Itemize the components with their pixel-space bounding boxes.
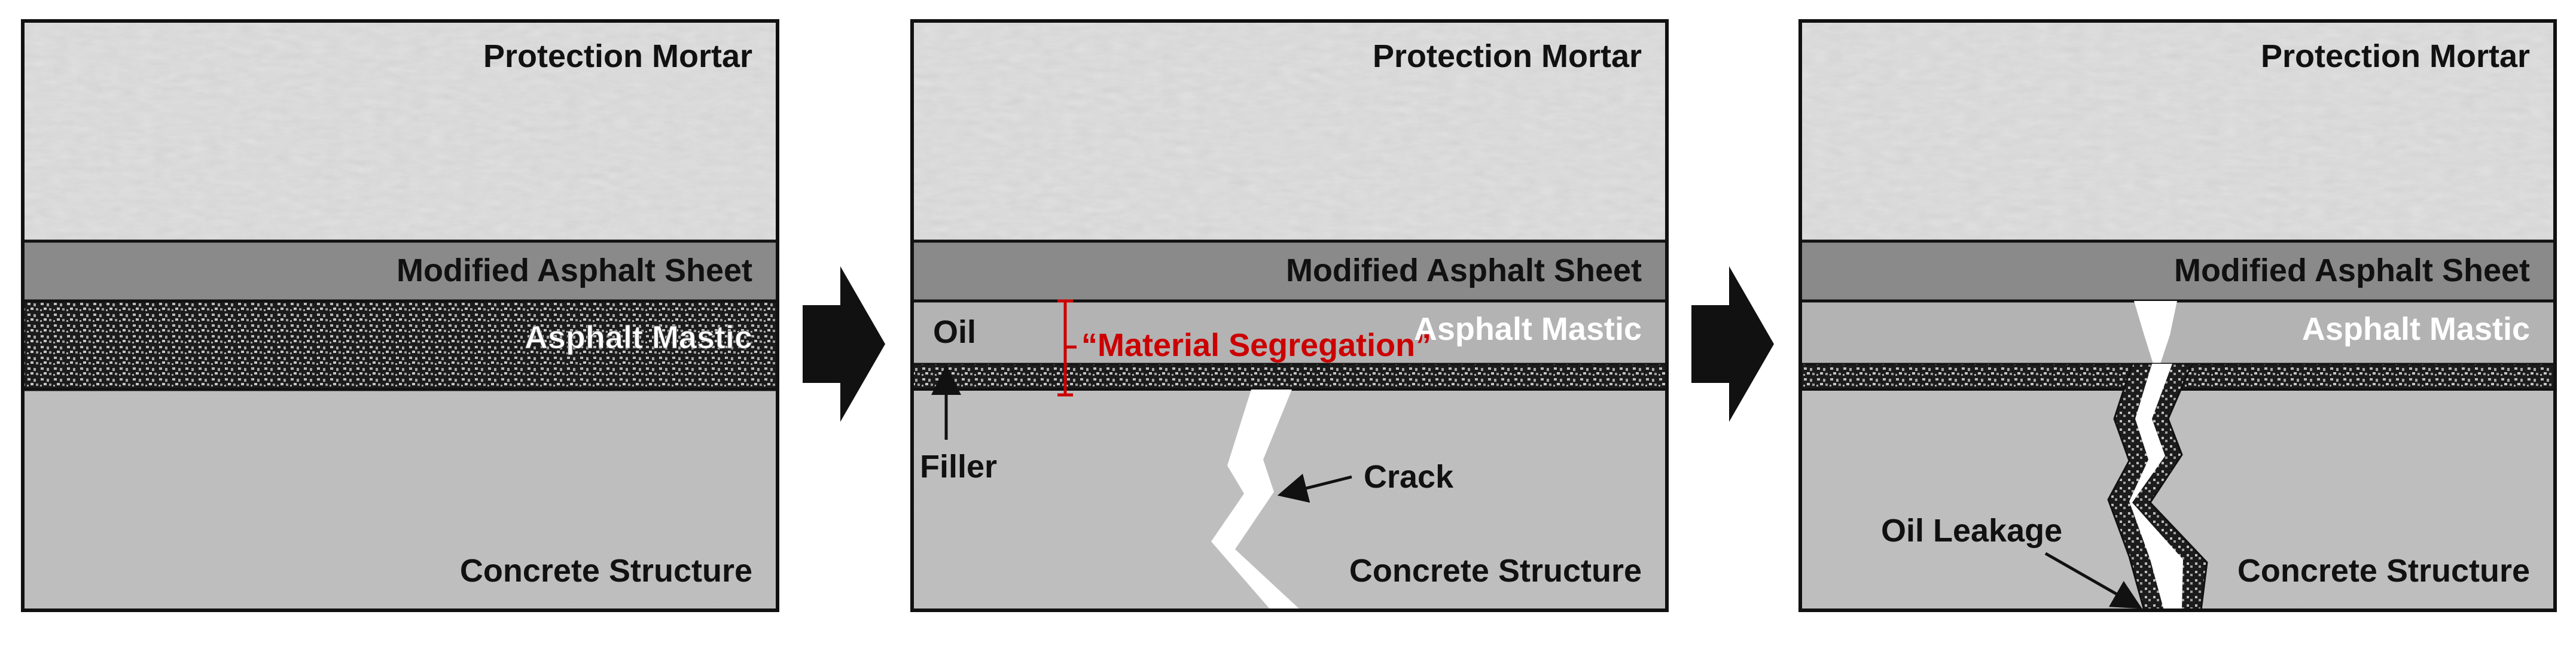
modified-asphalt-sheet-layer — [1800, 241, 2555, 301]
protection-mortar-label: Protection Mortar — [2261, 38, 2530, 74]
concrete-structure-label: Concrete Structure — [460, 553, 752, 589]
modified-asphalt-sheet-label: Modified Asphalt Sheet — [397, 252, 752, 288]
asphalt-mastic-label: Asphalt Mastic — [2302, 311, 2530, 347]
material-segregation-label: “Material Segregation” — [1081, 327, 1431, 363]
oil-leakage-label: Oil Leakage — [1881, 513, 2062, 549]
modified-asphalt-sheet-layer — [23, 241, 778, 301]
panel-frame — [910, 19, 1669, 612]
asphalt-mastic-label: Asphalt Mastic — [1414, 311, 1642, 347]
asphalt-mastic-layer — [23, 301, 778, 390]
panel-2: Protection Mortar Modified Asphalt Sheet… — [910, 19, 1669, 612]
panel-1: Protection Mortar Modified Asphalt Sheet… — [21, 19, 779, 612]
filler-label: Filler — [920, 449, 997, 485]
modified-asphalt-sheet-label: Modified Asphalt Sheet — [1286, 252, 1642, 288]
panel-3: Protection Mortar Modified Asphalt Sheet… — [1798, 19, 2557, 612]
asphalt-mastic-layer — [1800, 301, 2555, 364]
segregation-bracket — [1057, 299, 1077, 397]
asphalt-mastic-label: Asphalt Mastic — [525, 320, 752, 355]
oil-label: Oil — [933, 314, 976, 350]
protection-mortar-label: Protection Mortar — [1373, 38, 1642, 74]
modified-asphalt-sheet-label: Modified Asphalt Sheet — [2174, 252, 2530, 288]
transition-arrow-1 — [803, 266, 885, 422]
leakage-crack-inner — [2129, 364, 2183, 610]
crack-label: Crack — [1364, 459, 1454, 495]
crack-arrow — [1277, 473, 1352, 503]
transition-arrow-2 — [1691, 266, 1774, 422]
oil-leakage-arrow — [2044, 552, 2142, 609]
concrete-structure-label: Concrete Structure — [2237, 553, 2530, 589]
oil-layer — [912, 301, 1667, 364]
panel-frame — [21, 19, 779, 612]
crack-shape — [1211, 390, 1301, 610]
oil-drip-shape — [2134, 301, 2177, 364]
panel-frame — [1798, 19, 2557, 612]
filler-layer — [912, 364, 1667, 390]
concrete-structure-label: Concrete Structure — [1349, 553, 1642, 589]
protection-mortar-label: Protection Mortar — [483, 38, 752, 74]
modified-asphalt-sheet-layer — [912, 241, 1667, 301]
